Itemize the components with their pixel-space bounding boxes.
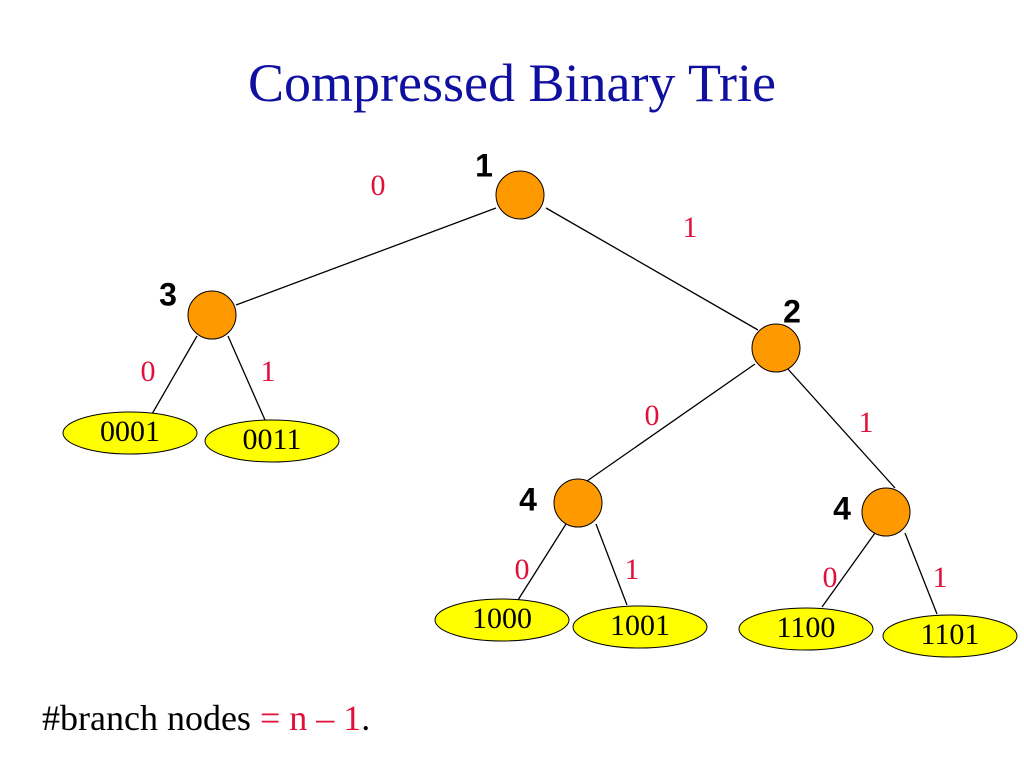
leaf-node-1100: [738, 607, 874, 651]
edge-label-n3-l0001: 0: [141, 355, 156, 388]
edge-n4a-l1001: [595, 523, 628, 606]
leaf-key-1101: 1101: [921, 618, 980, 651]
edge-label-n4b-l1101: 1: [933, 561, 948, 594]
leaf-node-1000: [434, 598, 570, 642]
leaf-key-0001: 0001: [100, 415, 160, 448]
edge-n4b-l1100: [821, 532, 876, 608]
branch-node-n4b: [861, 487, 911, 537]
leaf-node-0011: [204, 419, 340, 463]
footer-suffix: .: [361, 698, 371, 738]
leaf-node-1101: [882, 614, 1018, 658]
edge-n2-n4a: [586, 363, 756, 482]
branch-count-note: #branch nodes = n – 1.: [42, 694, 370, 742]
page-title: Compressed Binary Trie: [247, 53, 776, 113]
edge-label-n4b-l1100: 0: [823, 561, 838, 594]
edge-n4a-l1000: [517, 523, 567, 601]
footer-expression: n – 1: [280, 698, 362, 738]
leaf-key-1000: 1000: [472, 602, 532, 635]
footer-equals: =: [259, 698, 281, 738]
branch-node-n2: [751, 323, 801, 373]
edge-root-n3: [235, 207, 497, 306]
leaf-key-1001: 1001: [610, 609, 670, 642]
branch-node-n3: [187, 290, 237, 340]
branch-node-root: [495, 170, 545, 220]
edge-n3-l0001: [151, 335, 198, 415]
bit-index-label-root: 1: [475, 147, 493, 183]
edge-label-n2-n4b: 1: [859, 406, 874, 439]
edge-label-n3-l0011: 1: [261, 355, 276, 388]
bit-index-label-n4b: 4: [833, 490, 851, 526]
bit-index-label-n3: 3: [159, 276, 177, 312]
edge-n3-l0011: [227, 335, 266, 421]
edge-label-n4a-l1000: 0: [515, 553, 530, 586]
edge-label-n4a-l1001: 1: [625, 553, 640, 586]
leaf-node-0001: [62, 411, 198, 455]
bit-index-label-n2: 2: [783, 293, 801, 329]
edge-root-n2: [545, 207, 759, 331]
leaf-node-1001: [572, 605, 708, 649]
edge-label-n2-n4a: 0: [645, 399, 660, 432]
leaf-key-0011: 0011: [243, 423, 302, 456]
bit-index-label-n4a: 4: [519, 481, 537, 517]
edge-label-root-n3: 0: [371, 169, 386, 202]
edge-label-root-n2: 1: [683, 211, 698, 244]
leaf-key-1100: 1100: [777, 611, 836, 644]
footer-prefix: #branch nodes: [42, 698, 260, 738]
edge-n2-n4b: [786, 367, 896, 489]
branch-node-n4a: [553, 478, 603, 528]
edge-n4b-l1101: [904, 532, 938, 615]
